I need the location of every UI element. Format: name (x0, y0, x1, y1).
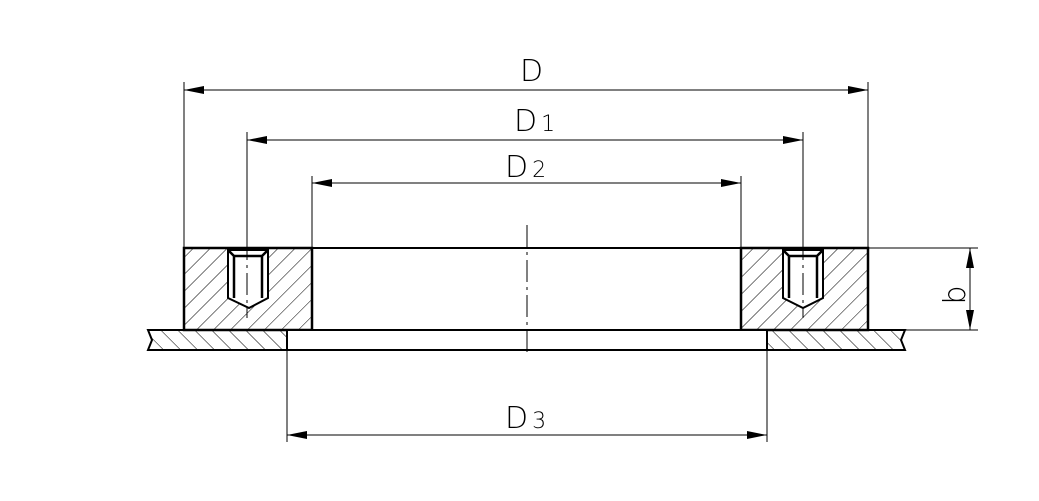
base-plate-left (146, 329, 288, 351)
extension-lines (183, 82, 978, 442)
label-b: b (938, 285, 973, 304)
base-plate-right (766, 329, 907, 351)
center-lines (246, 225, 804, 355)
label-D: D (520, 54, 543, 89)
threaded-hole-left (227, 249, 269, 310)
